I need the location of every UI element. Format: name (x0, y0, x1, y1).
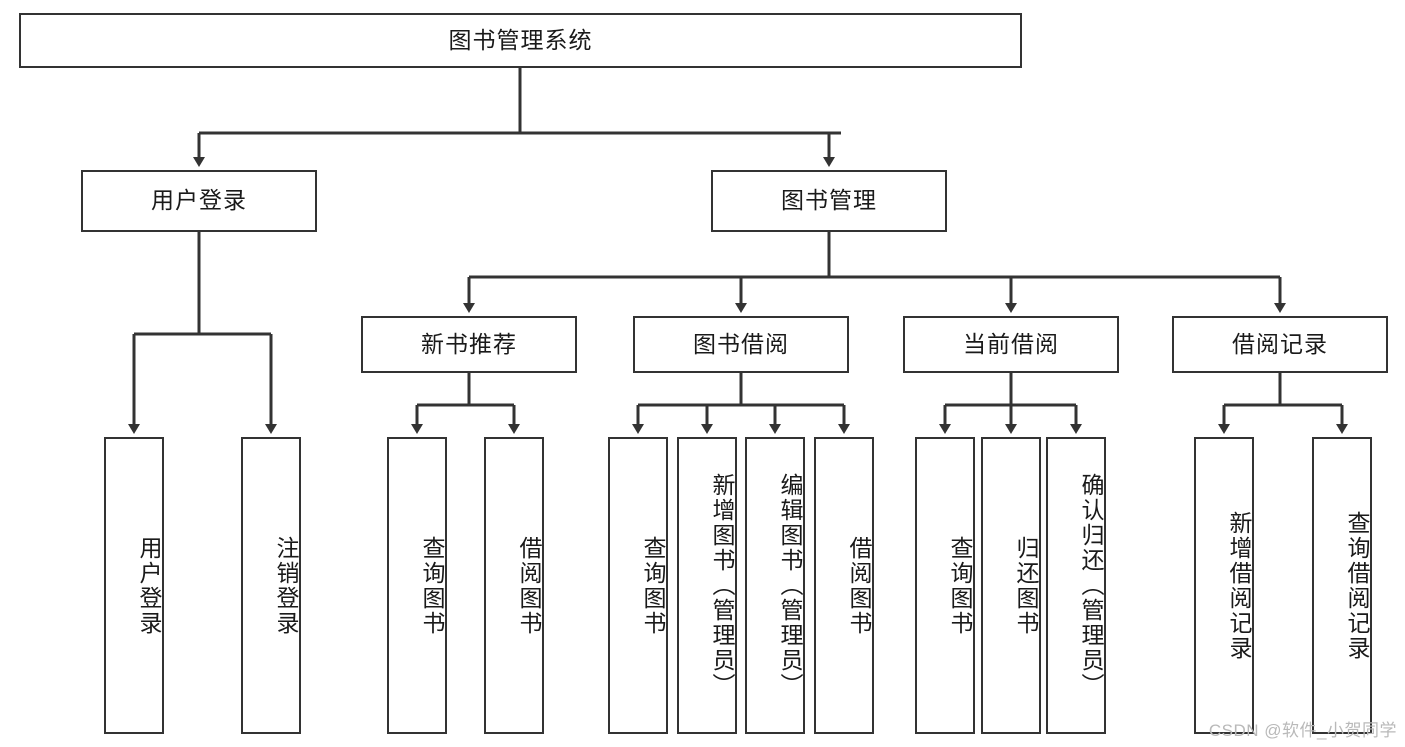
node-leaf-borrow-book-2[interactable]: 借阅图书 (814, 437, 874, 734)
node-leaf-logout-login[interactable]: 注销登录 (241, 437, 301, 734)
node-leaf-query-book-1[interactable]: 查询图书 (387, 437, 447, 734)
node-book-management-system[interactable]: 图书管理系统 (19, 13, 1022, 68)
node-current-borrow[interactable]: 当前借阅 (903, 316, 1119, 373)
node-leaf-query-book-3[interactable]: 查询图书 (915, 437, 975, 734)
node-leaf-borrow-book-1[interactable]: 借阅图书 (484, 437, 544, 734)
node-leaf-edit-book-admin[interactable]: 编辑图书（管理员） (745, 437, 805, 734)
csdn-watermark: CSDN @软件_小贺同学 (1208, 721, 1397, 740)
node-leaf-query-borrow-record[interactable]: 查询借阅记录 (1312, 437, 1372, 734)
node-leaf-confirm-return-admin[interactable]: 确认归还（管理员） (1046, 437, 1106, 734)
node-leaf-return-book[interactable]: 归还图书 (981, 437, 1041, 734)
node-leaf-add-borrow-record[interactable]: 新增借阅记录 (1194, 437, 1254, 734)
node-new-book-recommend[interactable]: 新书推荐 (361, 316, 577, 373)
node-leaf-add-book-admin[interactable]: 新增图书（管理员） (677, 437, 737, 734)
node-user-login[interactable]: 用户登录 (81, 170, 317, 232)
node-book-borrow[interactable]: 图书借阅 (633, 316, 849, 373)
node-book-management[interactable]: 图书管理 (711, 170, 947, 232)
node-leaf-query-book-2[interactable]: 查询图书 (608, 437, 668, 734)
node-leaf-user-login[interactable]: 用户登录 (104, 437, 164, 734)
node-borrow-record[interactable]: 借阅记录 (1172, 316, 1388, 373)
